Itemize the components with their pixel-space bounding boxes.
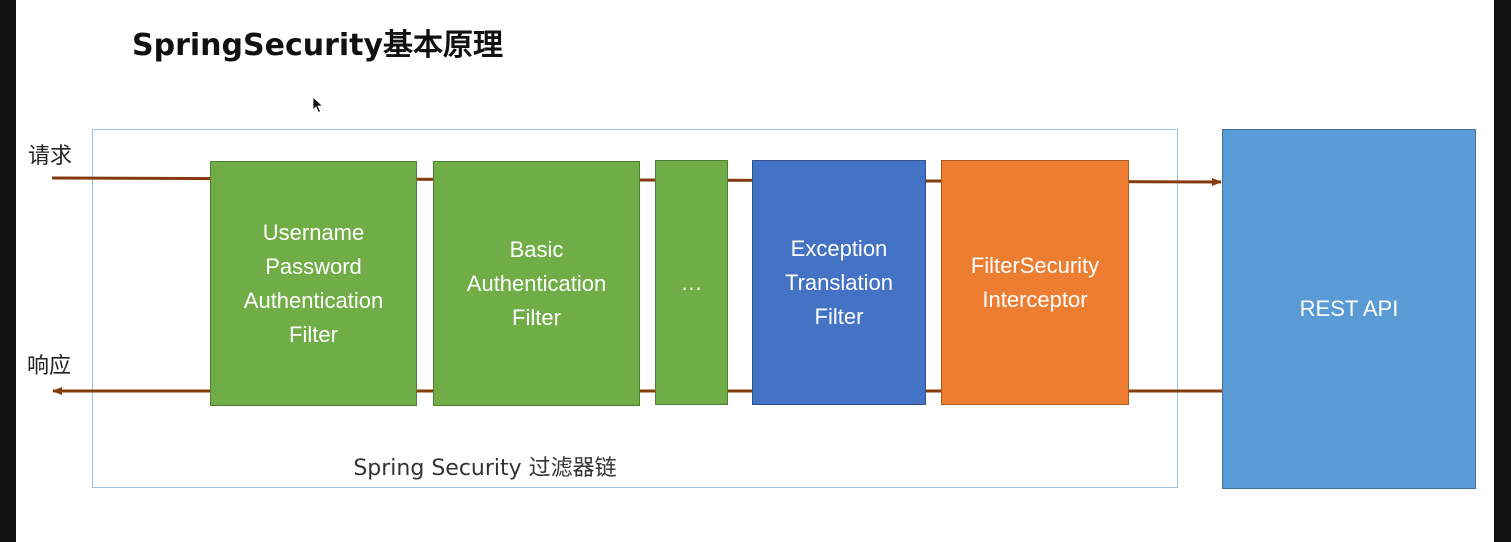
rest-api-label: REST API — [1299, 296, 1399, 321]
request-label: 请求 — [28, 144, 73, 169]
filter-label: … — [680, 269, 703, 295]
filter-label: FilterSecurity Interceptor — [970, 252, 1100, 312]
exception-translation-filter: Exception Translation Filter — [752, 160, 926, 405]
more-filters-ellipsis: … — [655, 160, 728, 405]
basic-authentication-filter: Basic Authentication Filter — [433, 161, 640, 406]
username-password-authentication-filter: Username Password Authentication Filter — [210, 161, 417, 406]
page-title: SpringSecurity基本原理 — [132, 28, 504, 63]
left-border — [0, 0, 16, 542]
filter-security-interceptor: FilterSecurity Interceptor — [941, 160, 1129, 405]
filter-chain-container — [92, 129, 1178, 488]
mouse-pointer-icon — [312, 96, 324, 114]
response-label: 响应 — [27, 354, 72, 379]
filter-label: Basic Authentication Filter — [466, 236, 607, 330]
filter-label: Username Password Authentication Filter — [243, 219, 384, 347]
filter-chain-label: Spring Security 过滤器链 — [353, 456, 617, 481]
rest-api-box: REST API — [1222, 129, 1476, 489]
right-border — [1494, 0, 1511, 542]
filter-label: Exception Translation Filter — [784, 235, 893, 329]
